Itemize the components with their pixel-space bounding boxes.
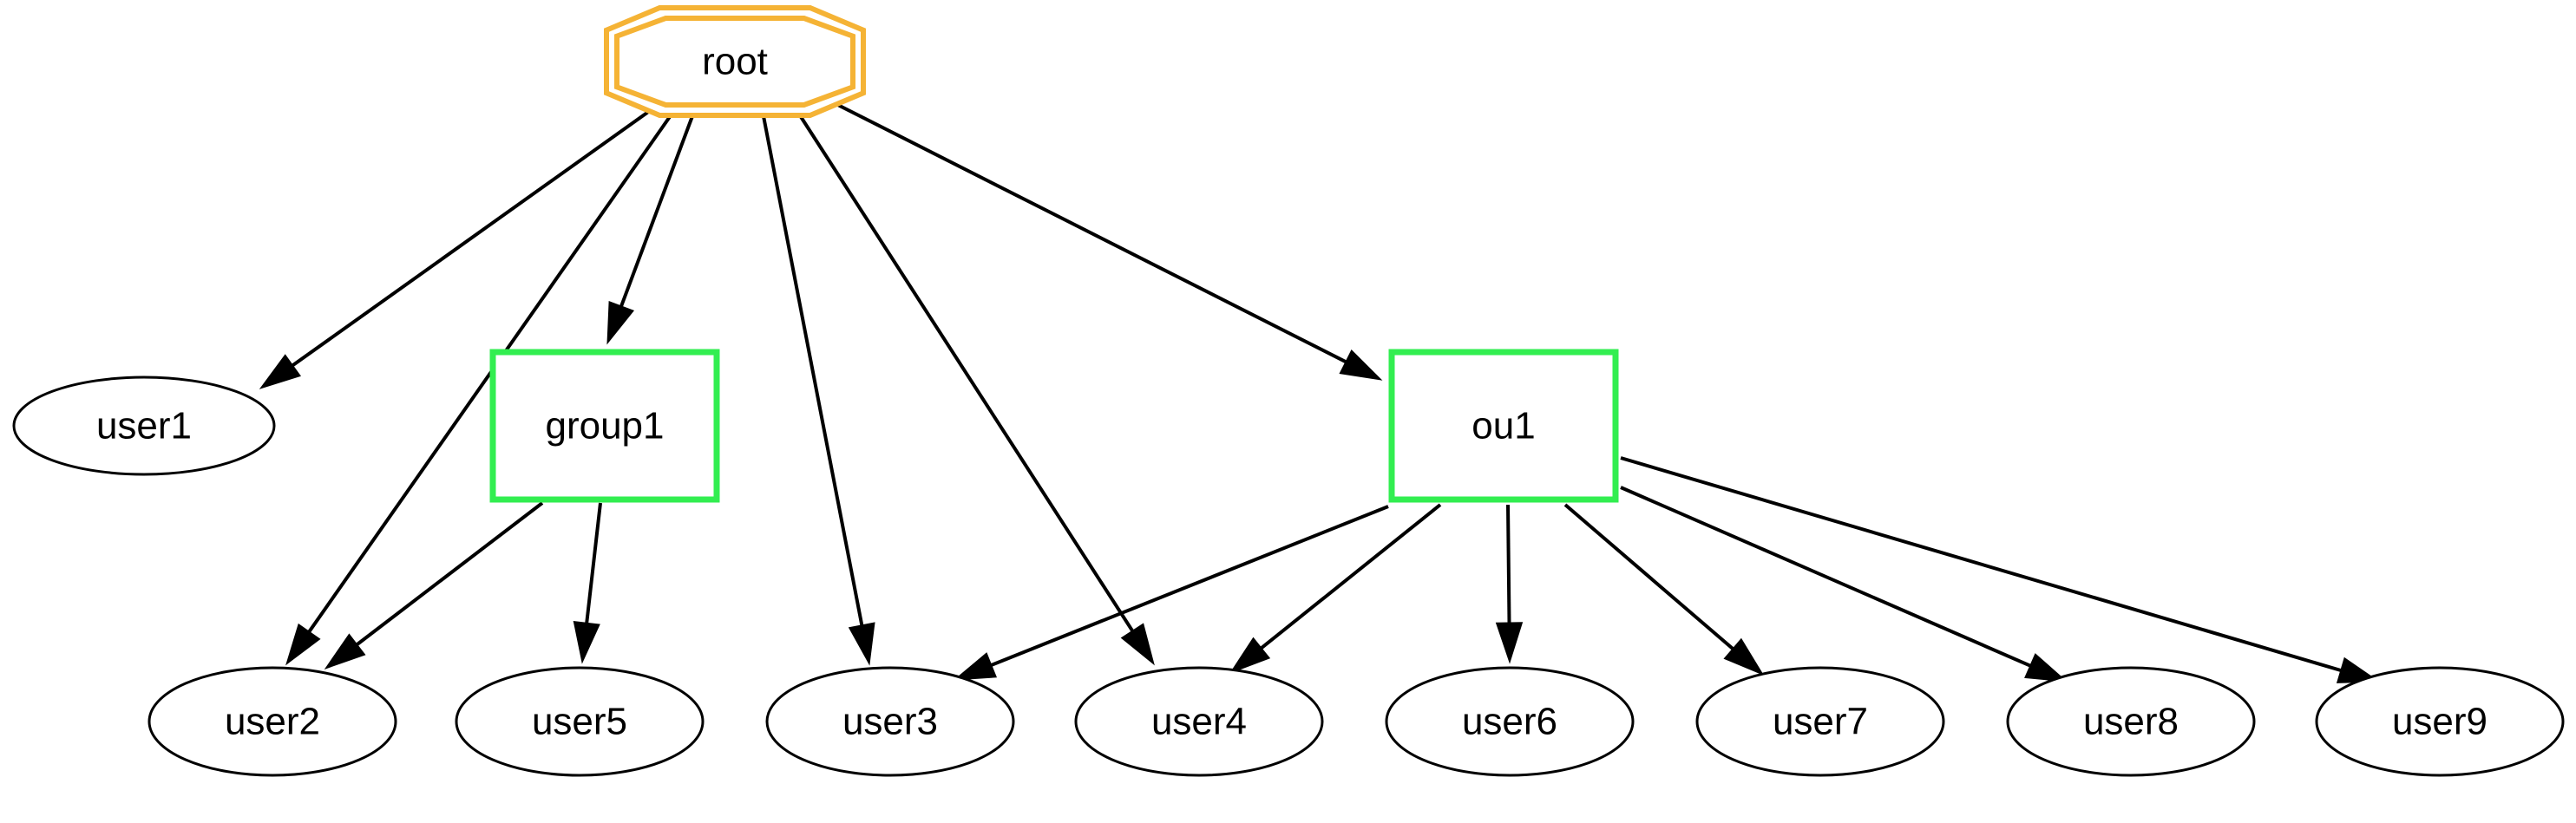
edge-ou1-to-user3 bbox=[953, 505, 1389, 681]
arrowhead-icon bbox=[953, 652, 998, 681]
node-shape-octagon-inner bbox=[614, 16, 855, 108]
edge-line bbox=[796, 111, 1134, 632]
node-user4[interactable]: user4 bbox=[1074, 666, 1324, 777]
arrowhead-icon bbox=[1229, 637, 1271, 675]
node-user2[interactable]: user2 bbox=[147, 666, 397, 777]
arrowhead-icon bbox=[1495, 622, 1524, 664]
nodes-layer: root user1 group1 ou1 user2 user5 user3 user4 us… bbox=[12, 5, 2565, 777]
node-user8[interactable]: user8 bbox=[2006, 666, 2256, 777]
edge-ou1-to-user7 bbox=[1563, 503, 1765, 676]
node-shape-ellipse[interactable] bbox=[1074, 666, 1324, 777]
edge-root-to-user1 bbox=[259, 104, 659, 389]
edge-root-to-ou1 bbox=[822, 95, 1383, 381]
edge-line bbox=[1260, 503, 1442, 650]
arrowhead-icon bbox=[606, 300, 635, 345]
arrowhead-icon bbox=[1339, 349, 1383, 381]
edge-line bbox=[762, 115, 864, 626]
node-shape-ellipse[interactable] bbox=[2315, 666, 2565, 777]
node-shape-box[interactable] bbox=[489, 349, 720, 503]
node-shape-ellipse[interactable] bbox=[147, 666, 397, 777]
edge-line bbox=[1563, 503, 1734, 650]
node-shape-box[interactable] bbox=[1388, 349, 1619, 503]
edge-group1-to-user2 bbox=[324, 501, 544, 670]
node-user3[interactable]: user3 bbox=[765, 666, 1015, 777]
edge-ou1-to-user8 bbox=[1620, 486, 2068, 683]
arrowhead-icon bbox=[324, 633, 366, 670]
edge-line bbox=[1620, 486, 2031, 668]
arrowhead-icon bbox=[285, 623, 321, 666]
node-user9[interactable]: user9 bbox=[2315, 666, 2565, 777]
node-shape-ellipse[interactable] bbox=[455, 666, 705, 777]
edge-line bbox=[1506, 504, 1511, 624]
node-shape-ellipse[interactable] bbox=[765, 666, 1015, 777]
node-shape-ellipse[interactable] bbox=[1385, 666, 1635, 777]
node-user7[interactable]: user7 bbox=[1695, 666, 1945, 777]
edge-line bbox=[619, 115, 694, 307]
edge-root-to-user4 bbox=[796, 111, 1155, 666]
edge-line bbox=[585, 502, 602, 624]
edge-ou1-to-user6 bbox=[1495, 504, 1524, 664]
arrowhead-icon bbox=[1120, 623, 1155, 666]
node-shape-ellipse[interactable] bbox=[2006, 666, 2256, 777]
node-shape-ellipse[interactable] bbox=[12, 376, 276, 476]
node-shape-ellipse[interactable] bbox=[1695, 666, 1945, 777]
node-ou1[interactable]: ou1 bbox=[1388, 349, 1619, 503]
node-user6[interactable]: user6 bbox=[1385, 666, 1635, 777]
arrowhead-icon bbox=[1723, 637, 1765, 676]
edge-group1-to-user5 bbox=[573, 502, 602, 664]
edges-layer bbox=[259, 95, 2381, 683]
edge-root-to-user3 bbox=[762, 115, 875, 666]
arrowhead-icon bbox=[2024, 653, 2068, 683]
edge-line bbox=[292, 104, 659, 367]
node-root[interactable]: root bbox=[604, 5, 866, 118]
edge-line bbox=[990, 505, 1389, 667]
edge-line bbox=[356, 501, 544, 646]
edge-line bbox=[1620, 456, 2342, 672]
arrowhead-icon bbox=[259, 354, 302, 389]
arrowhead-icon bbox=[573, 621, 600, 664]
edge-root-to-group1 bbox=[606, 115, 694, 345]
node-group1[interactable]: group1 bbox=[489, 349, 720, 503]
edge-ou1-to-user4 bbox=[1229, 503, 1442, 675]
node-user1[interactable]: user1 bbox=[12, 376, 276, 476]
edge-line bbox=[822, 95, 1347, 363]
arrowhead-icon bbox=[848, 622, 875, 666]
node-user5[interactable]: user5 bbox=[455, 666, 705, 777]
